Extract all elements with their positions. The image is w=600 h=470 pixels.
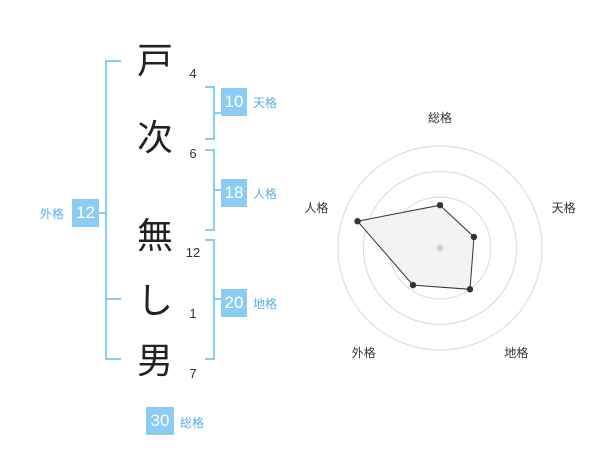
ten-bracket <box>205 86 215 140</box>
radar-axis-label-0: 総格 <box>428 110 452 125</box>
jin-bracket <box>205 149 215 231</box>
name-char-2: 次 <box>136 118 173 159</box>
radar-points <box>354 201 478 293</box>
gai-bracket <box>105 60 121 360</box>
gai-bracket-inner-tick <box>105 298 121 300</box>
sou-kaku-label: 総格 <box>180 416 205 430</box>
stroke-count-1: 4 <box>189 66 197 81</box>
gai-kaku-label: 外格 <box>40 207 65 221</box>
radar-ring-1 <box>414 222 466 274</box>
radar-polygon <box>356 204 475 290</box>
radar-axis-label-4: 人格 <box>304 200 328 215</box>
chi-kaku-label: 地格 <box>253 297 278 311</box>
radar-point-2 <box>466 286 474 293</box>
stroke-count-4: 1 <box>189 306 197 321</box>
radar-point-3 <box>409 281 417 289</box>
radar-rings <box>337 145 543 351</box>
name-char-3: 無 <box>136 216 173 257</box>
ten-bracket-tick <box>215 112 221 114</box>
radar-point-4 <box>354 218 361 225</box>
ten-kaku-value: 10 <box>221 88 247 116</box>
stroke-count-3: 12 <box>185 245 201 260</box>
stroke-count-5: 7 <box>189 366 197 381</box>
radar-ring-3 <box>363 171 517 325</box>
radar-ring-4 <box>337 145 543 351</box>
radar-axis-label-2: 地格 <box>504 345 528 360</box>
name-char-5: 男 <box>136 341 173 382</box>
radar-center <box>437 245 443 251</box>
radar-ring-2 <box>388 196 492 300</box>
radar-point-1 <box>470 233 478 241</box>
jin-kaku-value: 18 <box>221 179 247 207</box>
gai-bracket-tick <box>99 212 107 214</box>
chi-bracket <box>205 239 215 360</box>
stroke-count-2: 6 <box>189 146 197 161</box>
radar-axis-label-3: 外格 <box>352 345 376 360</box>
name-char-4: し <box>136 281 173 322</box>
jin-kaku-label: 人格 <box>253 187 278 201</box>
gai-kaku-value: 12 <box>72 199 99 227</box>
sou-kaku-value: 30 <box>146 407 174 435</box>
radar-axis-label-1: 天格 <box>552 200 576 215</box>
radar-point-0 <box>436 201 444 209</box>
jin-bracket-tick <box>215 189 221 191</box>
ten-kaku-label: 天格 <box>253 96 278 110</box>
chi-bracket-tick <box>215 298 221 300</box>
name-char-1: 戸 <box>136 41 173 82</box>
chi-kaku-value: 20 <box>221 289 247 317</box>
